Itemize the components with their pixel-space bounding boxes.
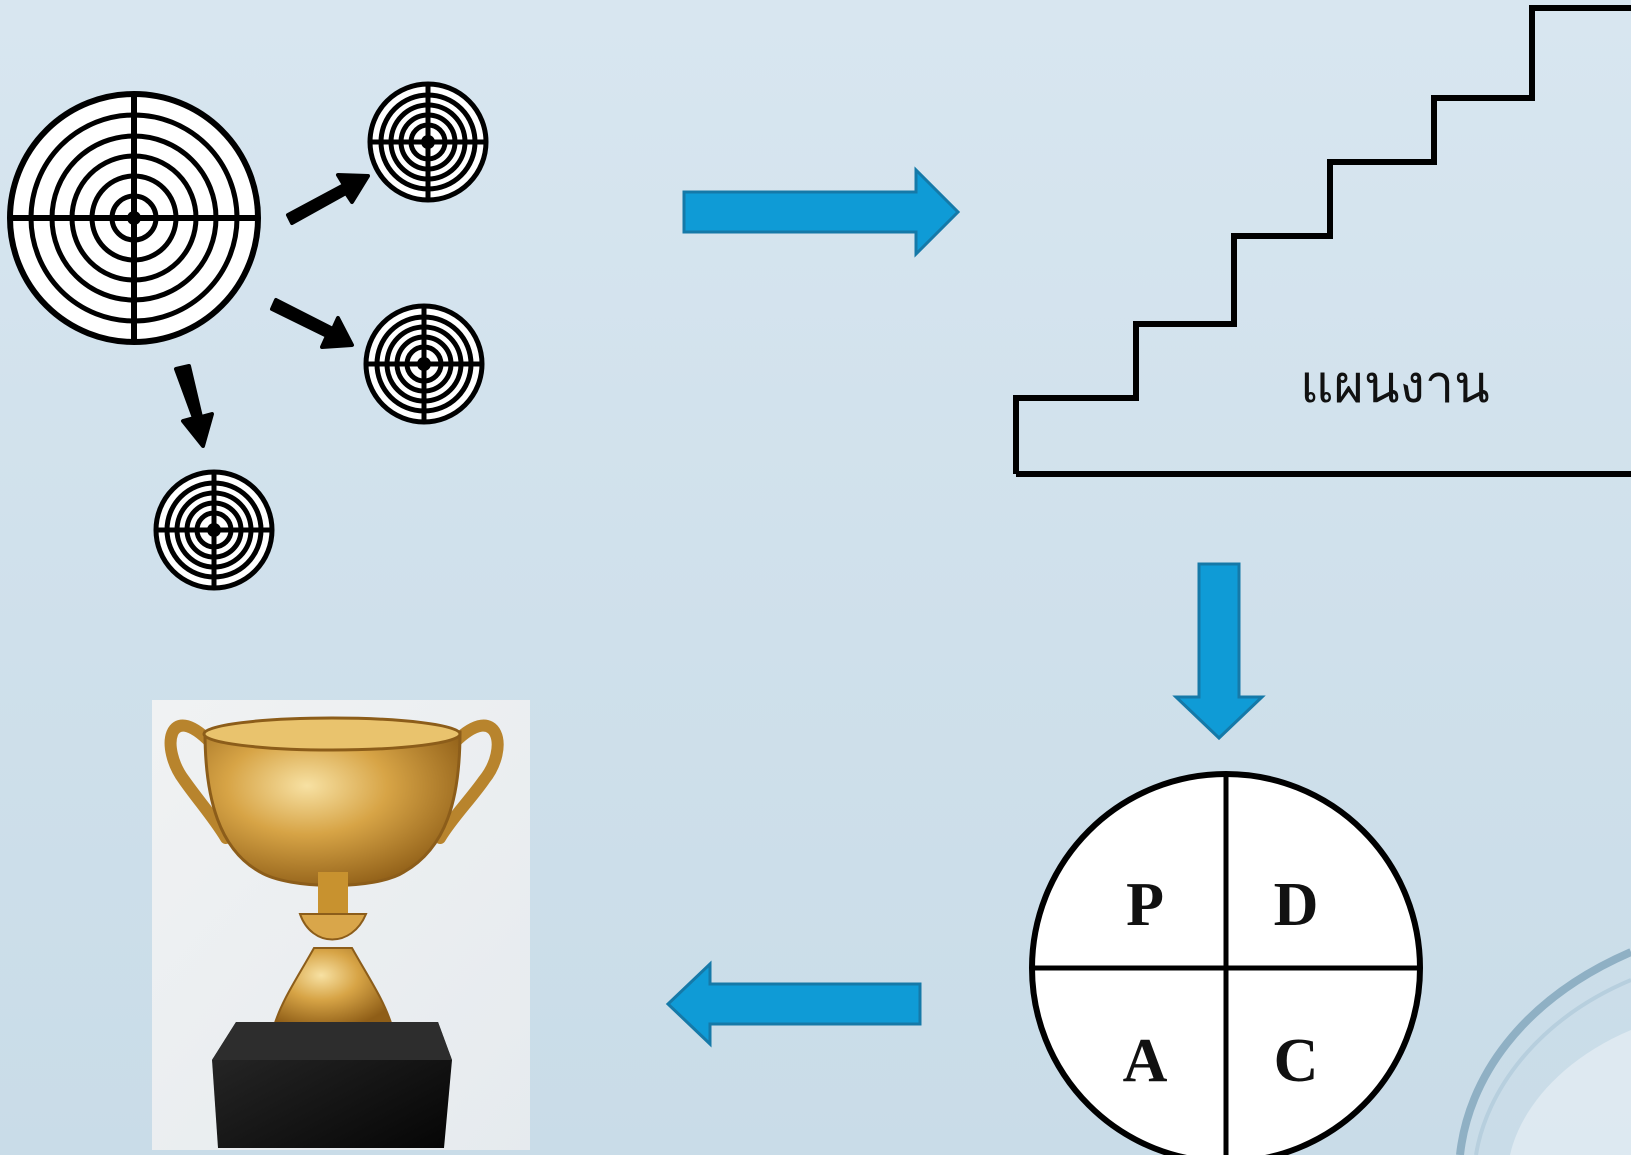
arrow-down-icon (1172, 562, 1266, 741)
pdca-plan-label: P (1126, 871, 1164, 939)
small-target-icon (153, 469, 275, 591)
main-target-icon (7, 91, 261, 345)
black-arrow-icon (270, 298, 354, 349)
arrow-left-icon (665, 960, 922, 1048)
pdca-check-label: C (1273, 1027, 1319, 1095)
staircase-icon (1013, 5, 1631, 477)
trophy-icon (152, 700, 530, 1150)
pdca-do-label: D (1273, 871, 1319, 939)
small-target-icon (367, 81, 489, 203)
plan-label: แผนงาน (1300, 357, 1490, 414)
globe-decoration-icon (1456, 948, 1631, 1155)
black-arrow-icon (286, 173, 370, 225)
pdca-cycle-icon (1029, 771, 1423, 1155)
pdca-act-label: A (1122, 1027, 1168, 1095)
small-target-icon (363, 303, 485, 425)
black-arrow-icon (174, 364, 214, 448)
arrow-right-icon (682, 166, 961, 258)
